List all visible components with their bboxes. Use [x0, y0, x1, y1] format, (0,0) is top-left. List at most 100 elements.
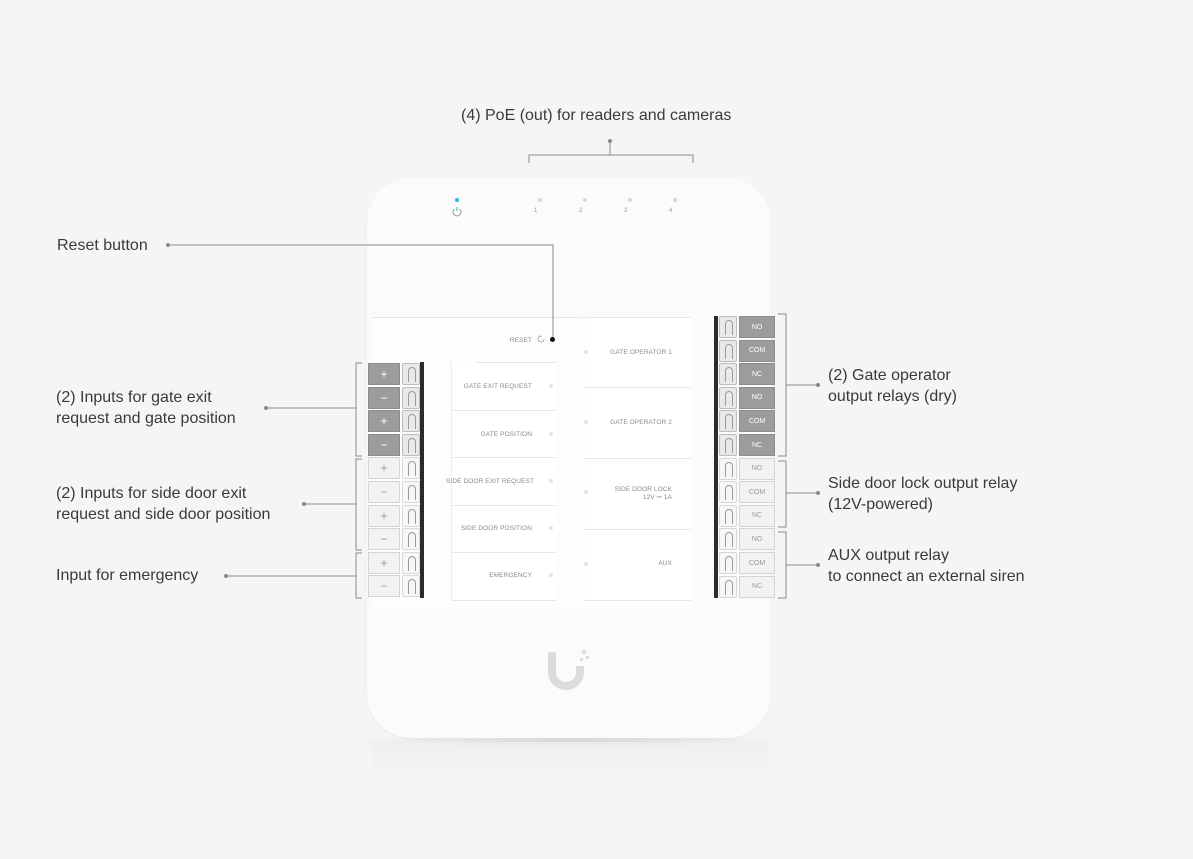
terminal-screw-slot: [719, 481, 737, 504]
terminal-screw-slot: [402, 528, 420, 551]
side-lock-label: SIDE DOOR LOCK: [614, 486, 672, 493]
indicator-dot: [549, 526, 553, 530]
left-label-strip: [451, 362, 557, 600]
relay-terminal: NC: [719, 575, 775, 599]
relay-terminal: NO: [719, 528, 775, 551]
terminal-polarity-label: −: [368, 481, 400, 503]
relay-contact-label: NC: [739, 363, 775, 386]
right-block-edge: [714, 316, 718, 598]
terminal-screw-slot: [719, 504, 737, 527]
relay-contact-label: NO: [739, 386, 775, 409]
relay-contact-label: NO: [739, 457, 775, 480]
input-terminal: +: [368, 504, 420, 528]
terminal-polarity-label: +: [368, 457, 400, 480]
terminal-screw-slot: [402, 457, 420, 480]
terminal-screw-slot: [719, 386, 737, 409]
relay-terminal: NC: [719, 363, 775, 386]
relay-terminal: COM: [719, 481, 775, 504]
relay-contact-label: NC: [739, 434, 775, 456]
input-terminal: +: [368, 457, 420, 480]
gate-inputs-callout: (2) Inputs for gate exit request and gat…: [56, 387, 236, 429]
terminal-screw-slot: [402, 504, 420, 527]
gate-inputs-line-2: request and gate position: [56, 410, 236, 427]
terminal-screw-slot: [402, 481, 420, 503]
power-icon: [452, 207, 462, 217]
emergency-callout: Input for emergency: [56, 567, 199, 584]
relay-terminal: NC: [719, 504, 775, 528]
terminal-screw-slot: [719, 339, 737, 362]
side-exit-label: SIDE DOOR EXIT REQUEST: [446, 478, 535, 485]
reset-label: RESET: [509, 337, 532, 344]
terminal-screw-slot: [719, 575, 737, 598]
gate-operator-2-label: GATE OPERATOR 2: [610, 419, 672, 426]
indicator-dot: [549, 479, 553, 483]
reset-callout: Reset button: [57, 237, 148, 254]
aux-line-2: to connect an external siren: [828, 568, 1025, 585]
relay-contact-label: COM: [739, 552, 775, 574]
gate-relays-line-2: output relays (dry): [828, 388, 957, 405]
side-lock-line-2: (12V-powered): [828, 496, 933, 513]
input-terminal: +: [368, 551, 420, 575]
indicator-dot: [584, 420, 588, 424]
terminal-screw-slot: [719, 528, 737, 551]
side-lock-line-1: Side door lock output relay: [828, 475, 1018, 492]
poe-callout: (4) PoE (out) for readers and cameras: [461, 107, 732, 124]
terminal-screw-slot: [402, 575, 420, 598]
input-terminal: −: [368, 481, 420, 504]
port-label-3: 3: [624, 208, 628, 214]
terminal-polarity-label: −: [368, 433, 400, 456]
relay-contact-label: NO: [739, 528, 775, 551]
terminal-screw-slot: [719, 457, 737, 480]
relay-contact-label: COM: [739, 410, 775, 433]
reset-button-dot[interactable]: [550, 337, 555, 342]
ubiquiti-logo: [548, 650, 589, 690]
side-position-label: SIDE DOOR POSITION: [460, 525, 532, 532]
relay-terminal: NO: [719, 386, 775, 410]
relay-contact-label: NO: [739, 316, 775, 338]
terminal-polarity-label: +: [368, 504, 400, 527]
terminal-screw-slot: [402, 363, 420, 385]
relay-terminal: COM: [719, 552, 775, 575]
terminal-polarity-label: −: [368, 575, 400, 598]
gate-operator-1-label: GATE OPERATOR 1: [610, 349, 672, 356]
port-label-1: 1: [534, 208, 538, 214]
terminal-screw-slot: [402, 551, 420, 574]
aux-callout: AUX output relay to connect an external …: [828, 545, 1025, 587]
indicator-dot: [584, 490, 588, 494]
port-led-4: [673, 198, 677, 202]
terminal-screw-slot: [402, 433, 420, 456]
input-terminal: −: [368, 433, 420, 457]
side-lock-callout: Side door lock output relay (12V-powered…: [828, 473, 1017, 515]
relay-contact-label: NC: [739, 504, 775, 527]
device-reflection: [372, 742, 768, 782]
input-terminal: −: [368, 386, 420, 410]
relay-terminal: NC: [719, 434, 775, 457]
indicator-dot: [549, 384, 553, 388]
indicator-dot: [549, 573, 553, 577]
relay-contact-label: COM: [739, 339, 775, 362]
relay-terminal: NO: [719, 316, 775, 339]
terminal-screw-slot: [719, 363, 737, 386]
port-label-4: 4: [669, 208, 673, 214]
side-inputs-callout: (2) Inputs for side door exit request an…: [56, 483, 270, 525]
port-label-2: 2: [579, 208, 583, 214]
left-block-edge: [420, 362, 424, 598]
side-inputs-line-1: (2) Inputs for side door exit: [56, 485, 247, 502]
aux-line-1: AUX output relay: [828, 547, 949, 564]
right-panel: [585, 318, 691, 608]
gate-relays-callout: (2) Gate operator output relays (dry): [828, 365, 957, 407]
terminal-screw-slot: [719, 552, 737, 574]
port-led-1: [538, 198, 542, 202]
indicator-dot: [549, 432, 553, 436]
gate-position-label: GATE POSITION: [480, 431, 532, 438]
terminal-screw-slot: [719, 410, 737, 433]
terminal-screw-slot: [719, 316, 737, 338]
port-led-3: [628, 198, 632, 202]
terminal-polarity-label: −: [368, 528, 400, 551]
relay-terminal: COM: [719, 410, 775, 433]
input-terminal: −: [368, 575, 420, 598]
terminal-polarity-label: −: [368, 386, 400, 409]
input-terminal: +: [368, 410, 420, 433]
side-inputs-line-2: request and side door position: [56, 506, 271, 523]
